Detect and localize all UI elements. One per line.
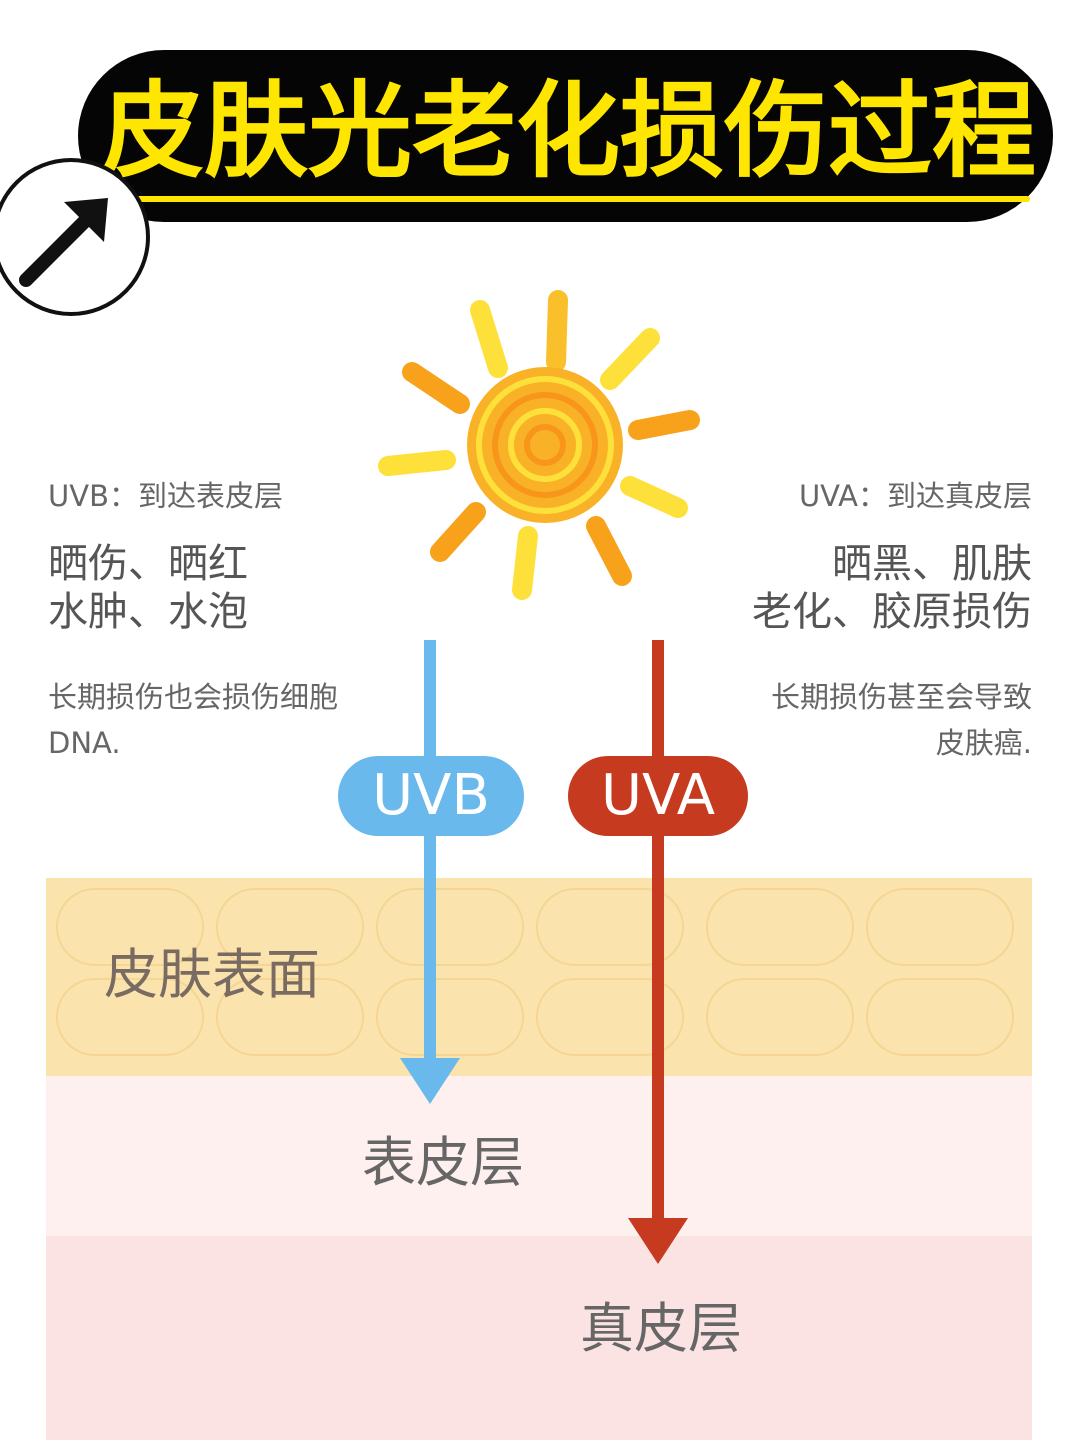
uva-effects-line2: 老化、胶原损伤 [752,589,1032,635]
uva-note-line2: 皮肤癌. [935,726,1032,760]
epidermis-layer [46,1076,1032,1236]
uvb-effects-line1: 晒伤、晒红 [48,541,248,587]
title-banner [78,50,1053,222]
title-underline [100,196,1030,202]
uva-effects-line1: 晒黑、肌肤 [832,541,1032,587]
uvb-effects-line2: 水肿、水泡 [48,589,248,635]
uvb-note: 长期损伤也会损伤细胞DNA. [48,680,339,760]
uvb-heading: UVB：到达表皮层 [48,479,283,513]
skin-surface-layer [46,878,1032,1076]
uva-badge: UVA [568,756,748,836]
epidermis-label: 表皮层 [362,1131,524,1194]
arrow-badge [0,158,150,316]
dermis-label: 真皮层 [580,1297,742,1360]
uva-heading: UVA：到达真皮层 [798,479,1032,513]
dermis-layer [46,1236,1032,1440]
uva-note-line1: 长期损伤甚至会导致 [770,680,1032,714]
sun-icon [378,290,700,600]
skin-surface-label: 皮肤表面 [104,943,320,1006]
uvb-badge: UVB [338,756,524,836]
page-title: 皮肤光老化损伤过程 [100,70,1037,192]
arrow-up-right-icon [19,198,108,287]
